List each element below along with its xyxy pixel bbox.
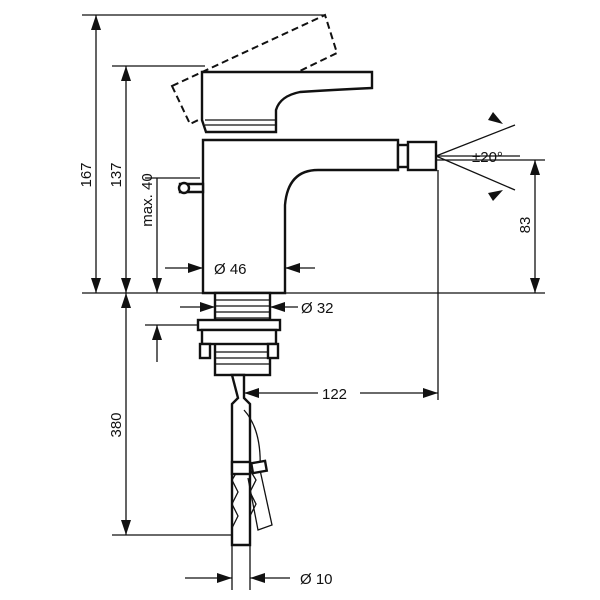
dim-swivel-angle-label: ±20° — [472, 149, 503, 166]
dim-diameter-10-label: Ø 10 — [300, 571, 333, 588]
extension-lines — [82, 14, 545, 536]
mounting-thread-assembly — [196, 291, 282, 377]
dimension-labels: 167 137 max. 40 380 83 ±20° Ø 46 Ø 32 12… — [78, 149, 534, 588]
dim-83-label: 83 — [517, 217, 534, 234]
dim-122-label: 122 — [322, 386, 347, 403]
dim-diameter-32-label: Ø 32 — [301, 300, 334, 317]
dim-380-label: 380 — [108, 412, 125, 437]
dim-167-label: 167 — [78, 162, 95, 187]
dim-max40-label: max. 40 — [139, 173, 156, 226]
dim-diameter-46-label: Ø 46 — [214, 261, 247, 278]
dim-137-label: 137 — [108, 162, 125, 187]
supply-hoses — [230, 373, 273, 547]
lever-alternate-position-dashed — [170, 13, 339, 126]
mixer-body — [177, 70, 438, 295]
dimension-lines — [91, 15, 540, 590]
